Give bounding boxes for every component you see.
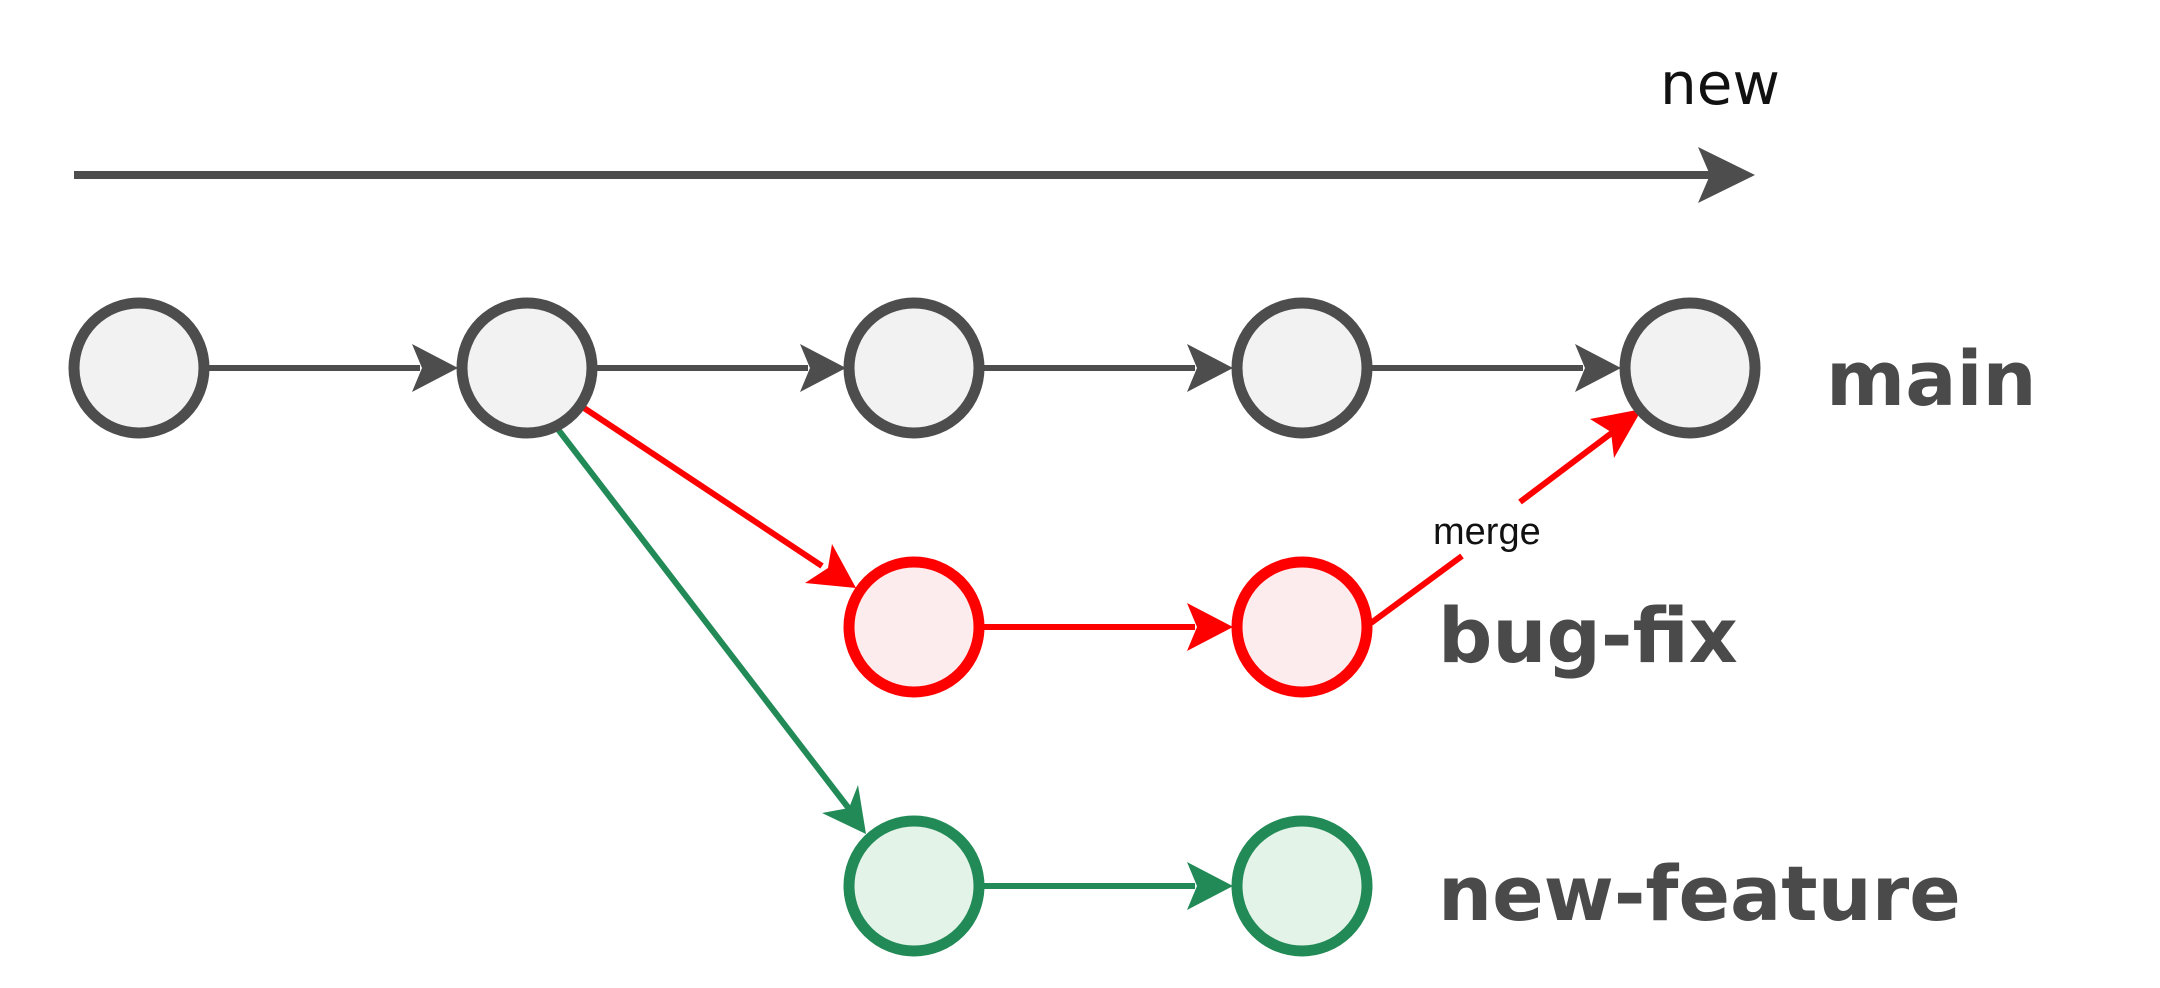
main-edge-2-arrowhead: [800, 344, 846, 392]
main-edge-4-arrowhead: [1575, 344, 1621, 392]
branch-edge-to-new-feature-arrowhead: [822, 785, 866, 834]
main-commits: [68, 297, 1761, 439]
main-edge-3-arrowhead: [1187, 344, 1233, 392]
merge-label: merge: [1433, 511, 1541, 553]
commit-node-main-5: [1619, 297, 1761, 439]
commit-node-main-2: [456, 297, 598, 439]
bug-fix-commits: [843, 556, 1373, 698]
commit-node-main-3: [843, 297, 985, 439]
main-edge-1-arrowhead: [412, 344, 458, 392]
commit-node-bug-fix-2: [1231, 556, 1373, 698]
bug-fix-branch-edges: merge: [582, 405, 1642, 651]
branch-label-main: main: [1826, 334, 2037, 423]
merge-edge-upper: [1518, 429, 1615, 505]
commit-node-main-1: [68, 297, 210, 439]
merge-edge-arrowhead: [1590, 409, 1642, 458]
new-feature-edge-1-arrowhead: [1187, 862, 1233, 910]
commit-node-main-4: [1231, 297, 1373, 439]
branch-label-bug-fix: bug-fix: [1438, 591, 1738, 680]
new-feature-branch-edges: [554, 426, 1233, 910]
commit-node-bug-fix-1: [843, 556, 985, 698]
merge-edge-lower: [1369, 553, 1464, 626]
branch-edge-to-new-feature: [554, 426, 853, 812]
bug-fix-edge-1-arrowhead: [1187, 603, 1233, 651]
timeline-arrowhead: [1698, 147, 1755, 203]
branch-label-new-feature: new-feature: [1438, 849, 1961, 938]
commit-node-new-feature-2: [1231, 815, 1373, 957]
branch-edge-to-bug-fix-arrowhead: [805, 544, 856, 588]
timeline: new: [74, 50, 1780, 203]
main-branch-edges: [208, 344, 1621, 392]
timeline-label: new: [1660, 50, 1780, 118]
new-feature-commits: [843, 815, 1373, 957]
branch-edge-to-bug-fix: [582, 405, 824, 569]
commit-node-new-feature-1: [843, 815, 985, 957]
